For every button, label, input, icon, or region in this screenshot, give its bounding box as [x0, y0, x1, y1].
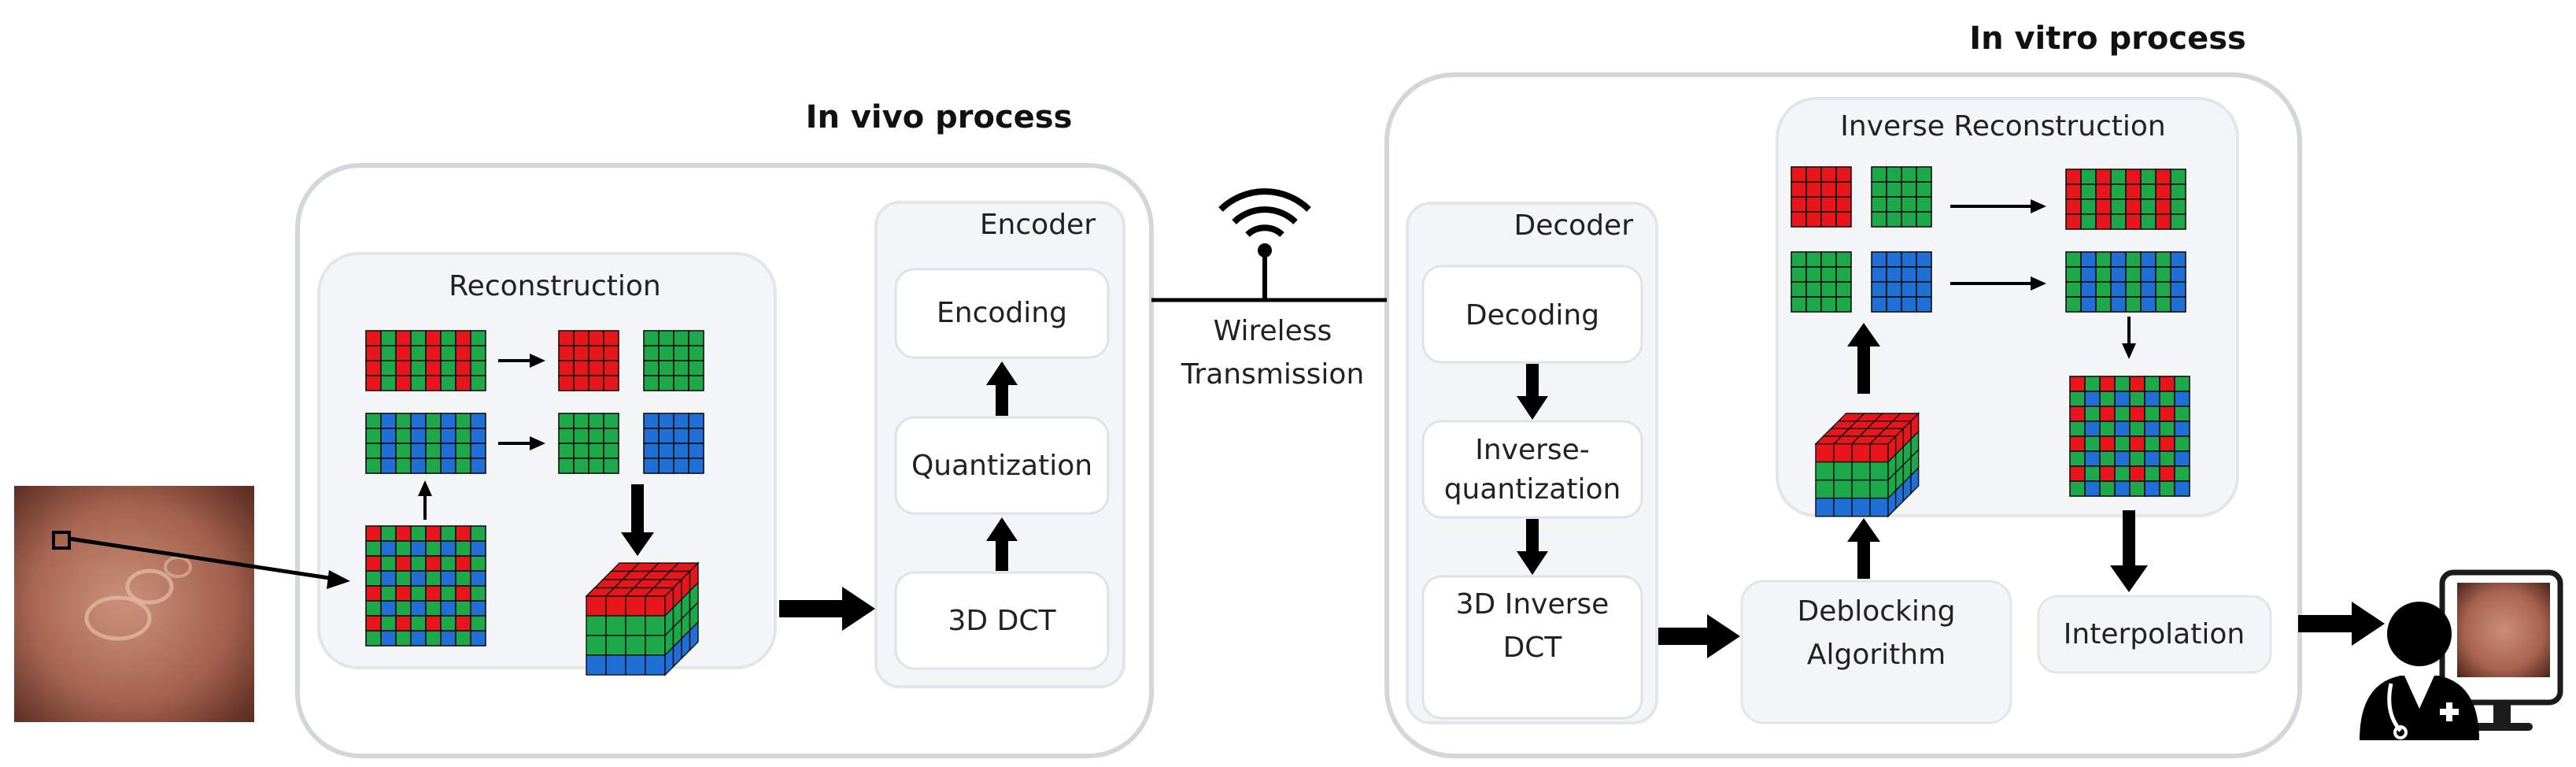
inv-green-channel-grid-1	[1871, 166, 1932, 228]
inv-gb-merge-arrow-head	[2031, 276, 2046, 291]
blue-channel-grid	[643, 413, 704, 474]
endoscopy-image	[14, 486, 254, 722]
inv-red-channel-grid	[1791, 166, 1852, 228]
encoding-label: Encoding	[937, 297, 1067, 329]
interpolation-label: Interpolation	[2064, 618, 2245, 650]
deblocking-to-inverse-reconstruction-arrow	[1847, 518, 1880, 579]
inverse-dct-label-1: 3D Inverse	[1456, 588, 1610, 621]
invquant-to-invdct-arrow	[1517, 519, 1548, 575]
decoding-label: Decoding	[1465, 299, 1599, 332]
invdct-to-deblocking-arrow	[1658, 614, 1740, 658]
inv-green-channel-grid-2	[1791, 251, 1852, 313]
bayer-to-columns-arrow-head	[418, 480, 432, 496]
channels-to-cube-arrow	[621, 484, 654, 556]
wireless-label-line1: Wireless	[1214, 315, 1332, 347]
quantization-label: Quantization	[911, 450, 1092, 482]
in-vivo-title: In vivo process	[806, 99, 1073, 135]
bayer-mosaic-grid	[365, 525, 486, 647]
dct-label: 3D DCT	[948, 605, 1057, 637]
gb-split-arrow-head	[530, 436, 545, 450]
encoder-label: Encoder	[980, 209, 1096, 241]
decoding-to-invquant-arrow	[1517, 364, 1548, 420]
quantization-to-encoding-arrow	[986, 361, 1018, 416]
inv-bayer-mosaic-grid	[2069, 376, 2190, 497]
inverse-dct-label-2: DCT	[1503, 632, 1563, 664]
decoding-box	[1421, 265, 1643, 364]
gb-column-grid	[365, 413, 486, 474]
inverse-dct-box	[1421, 575, 1643, 720]
encoding-box	[894, 268, 1110, 359]
interpolation-box	[2037, 595, 2272, 674]
dct-box	[894, 571, 1110, 670]
inv-blue-channel-grid	[1871, 251, 1932, 313]
reconstruction-to-dct-arrow	[779, 587, 875, 631]
inverse-reconstruction-to-interpolation-arrow	[2110, 510, 2148, 592]
inverse-reconstruction-label: Inverse Reconstruction	[1840, 110, 2165, 143]
sample-pointer-line	[68, 536, 335, 581]
green-channel-grid-2	[558, 413, 619, 474]
rg-column-grid	[365, 330, 486, 391]
quantization-box	[894, 416, 1110, 515]
green-channel-grid-1	[643, 330, 704, 391]
interpolation-to-doctor-arrow	[2298, 602, 2385, 646]
rgb-cube-encoder	[585, 561, 700, 676]
sample-pointer-arrowhead	[327, 570, 350, 589]
inverse-quantization-label-1: Inverse-	[1475, 434, 1590, 466]
rgb-cube-decoder	[1814, 412, 1920, 518]
inverse-quantization-label-2: quantization	[1444, 473, 1621, 506]
in-vitro-title: In vitro process	[1969, 20, 2246, 57]
rg-split-arrow-head	[530, 354, 545, 368]
inv-columns-to-bayer-arrow-head	[2122, 343, 2136, 359]
inverse-quantization-box	[1421, 420, 1643, 519]
inv-rg-merge-arrow-head	[2031, 199, 2046, 213]
decoder-label: Decoder	[1514, 209, 1634, 242]
wireless-signal-icon	[1218, 188, 1311, 300]
generated-shapes	[365, 166, 2385, 676]
cube-to-channels-arrow	[1847, 323, 1880, 394]
dct-to-quantization-arrow	[986, 517, 1018, 571]
reconstruction-label: Reconstruction	[449, 270, 660, 302]
wireless-label-line2: Transmission	[1181, 358, 1365, 391]
inv-rg-column-grid	[2065, 169, 2186, 230]
deblocking-label-1: Deblocking	[1797, 595, 1955, 628]
deblocking-box	[1740, 580, 2012, 724]
red-channel-grid	[558, 330, 619, 391]
deblocking-label-2: Algorithm	[1807, 639, 1946, 671]
doctor-icon	[2360, 602, 2479, 740]
inv-gb-column-grid	[2065, 251, 2186, 313]
